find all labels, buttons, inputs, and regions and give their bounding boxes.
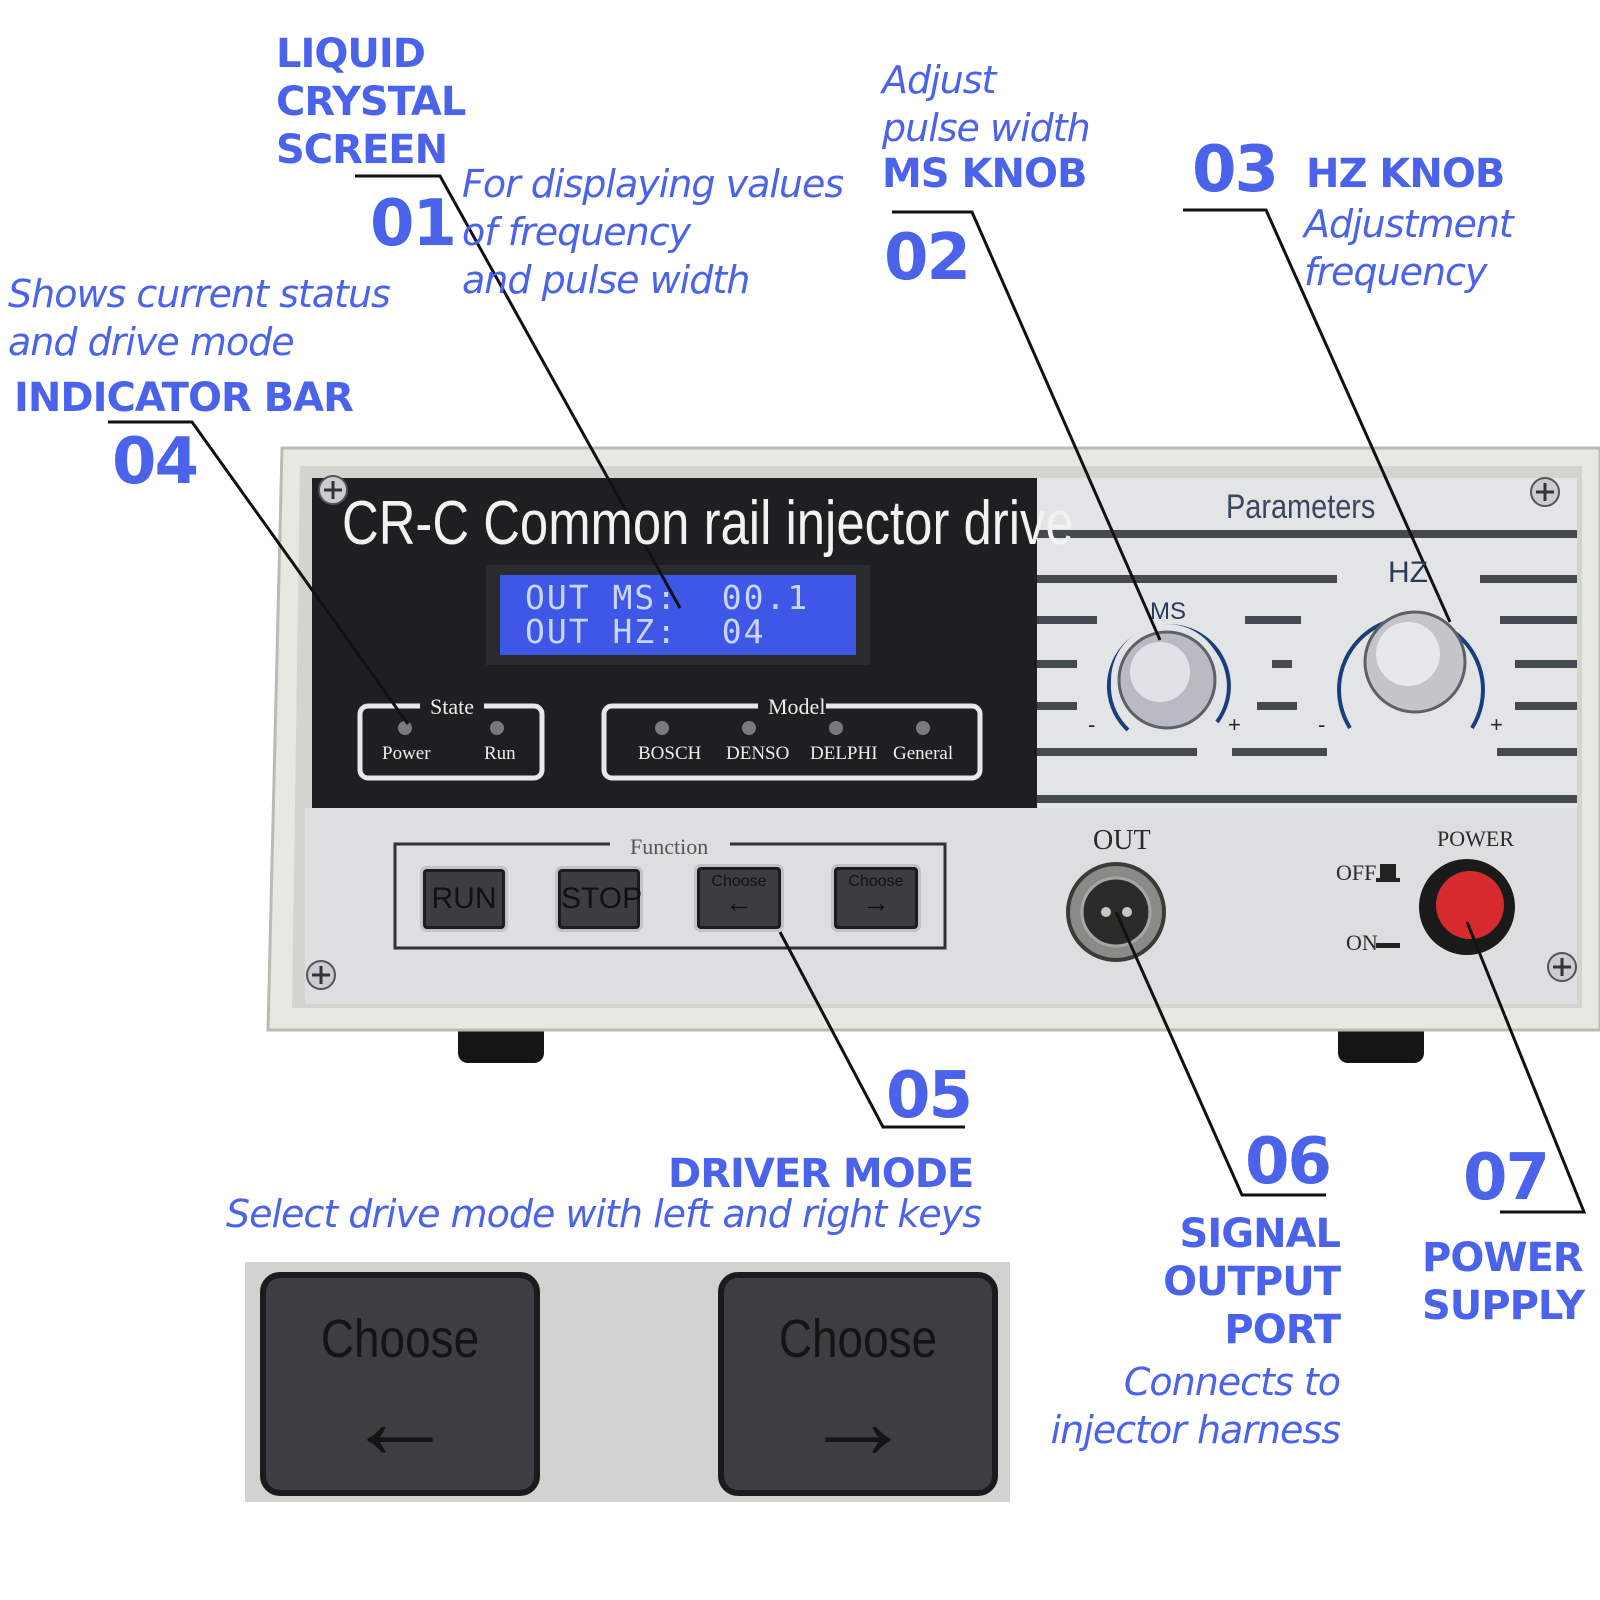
callout-05-number: 05 xyxy=(886,1059,973,1133)
led-delphi xyxy=(829,721,843,735)
model-led-label-denso: DENSO xyxy=(726,743,790,764)
callout-01-title: LIQUID CRYSTAL SCREEN xyxy=(276,31,466,173)
screw xyxy=(306,960,336,990)
led-general xyxy=(916,721,930,735)
ms-knob-label: MS xyxy=(1150,598,1186,625)
choose-right-button[interactable]: Choose → xyxy=(834,867,918,929)
model-led-label-delphi: DELPHI xyxy=(810,743,878,764)
callout-05-description: Select drive mode with left and right ke… xyxy=(226,1192,982,1236)
parameters-label: Parameters xyxy=(1226,488,1376,526)
callout-01-description: For displaying values of frequency and p… xyxy=(462,162,844,302)
callout-07-title: POWER SUPPLY xyxy=(1422,1235,1585,1329)
arrow-left-icon: ← xyxy=(725,887,753,918)
out-label: OUT xyxy=(1093,825,1151,856)
hz-minus-label: - xyxy=(1318,712,1326,737)
power-button[interactable] xyxy=(1436,871,1504,939)
power-on-label: ON xyxy=(1346,930,1378,955)
lcd-line-2: OUT HZ: 04 xyxy=(525,612,766,651)
inset-choose-right-button: Choose → xyxy=(718,1272,998,1496)
callout-04-title: INDICATOR BAR xyxy=(14,375,354,421)
parameter-stripes xyxy=(1037,530,1577,803)
callout-06-title: SIGNAL OUTPUT PORT xyxy=(1163,1211,1341,1353)
screw xyxy=(1547,952,1577,982)
callout-06-number: 06 xyxy=(1245,1125,1332,1199)
led-bosch xyxy=(655,721,669,735)
power-off-label: OFF xyxy=(1336,860,1377,885)
parameters-panel xyxy=(1037,478,1577,808)
callout-04-number: 04 xyxy=(112,425,199,499)
model-led-label-bosch: BOSCH xyxy=(638,743,702,764)
lcd-line-1: OUT MS: 00.1 xyxy=(525,578,810,617)
callout-02-description: Adjust pulse width xyxy=(882,58,1091,150)
choose-left-label: Choose xyxy=(711,873,767,890)
power-label: POWER xyxy=(1437,826,1514,851)
state-led-label-power: Power xyxy=(382,743,431,764)
stop-button[interactable]: STOP xyxy=(558,869,642,929)
inset-arrow-left-icon: ← xyxy=(345,1359,455,1482)
arrow-right-icon: → xyxy=(862,887,890,918)
inset-choose-right-label: Choose xyxy=(778,1309,938,1369)
led-denso xyxy=(742,721,756,735)
callout-03-description: Adjustment frequency xyxy=(1304,202,1514,294)
state-led-label-run: Run xyxy=(484,743,516,764)
leader-lines xyxy=(108,174,1587,1214)
lcd-screen xyxy=(500,575,856,655)
device-title: CR-C Common rail injector drive xyxy=(342,489,1074,558)
run-button[interactable]: RUN xyxy=(423,869,505,929)
callout-04-description: Shows current status and drive mode xyxy=(8,272,391,364)
state-label: State xyxy=(430,694,474,719)
callout-05-title: DRIVER MODE xyxy=(668,1151,974,1197)
choose-left-button[interactable]: Choose ← xyxy=(697,867,781,929)
model-label: Model xyxy=(768,694,826,719)
inset-choose-left-label: Choose xyxy=(320,1309,480,1369)
hz-knob-label: HZ xyxy=(1388,556,1428,589)
inset-arrow-right-icon: → xyxy=(803,1359,913,1482)
screw xyxy=(318,475,348,505)
callout-07-number: 07 xyxy=(1463,1141,1550,1215)
led-run xyxy=(490,721,504,735)
callout-02-number: 02 xyxy=(884,221,971,295)
callout-03-number: 03 xyxy=(1192,133,1279,207)
ms-minus-label: - xyxy=(1088,712,1096,737)
lower-panel xyxy=(305,808,1577,1004)
inset-choose-left-button: Choose ← xyxy=(260,1272,540,1496)
hz-plus-label: + xyxy=(1490,712,1503,737)
model-led-label-general: General xyxy=(893,743,954,764)
callout-02-title: MS KNOB xyxy=(882,151,1088,197)
function-label: Function xyxy=(630,834,709,859)
led-power xyxy=(398,721,412,735)
screw xyxy=(1530,477,1560,507)
callout-06-description: Connects to injector harness xyxy=(1050,1360,1341,1452)
ms-plus-label: + xyxy=(1228,712,1241,737)
choose-right-label: Choose xyxy=(848,873,904,890)
callout-03-title: HZ KNOB xyxy=(1306,151,1505,197)
callout-01-number: 01 xyxy=(370,187,457,261)
